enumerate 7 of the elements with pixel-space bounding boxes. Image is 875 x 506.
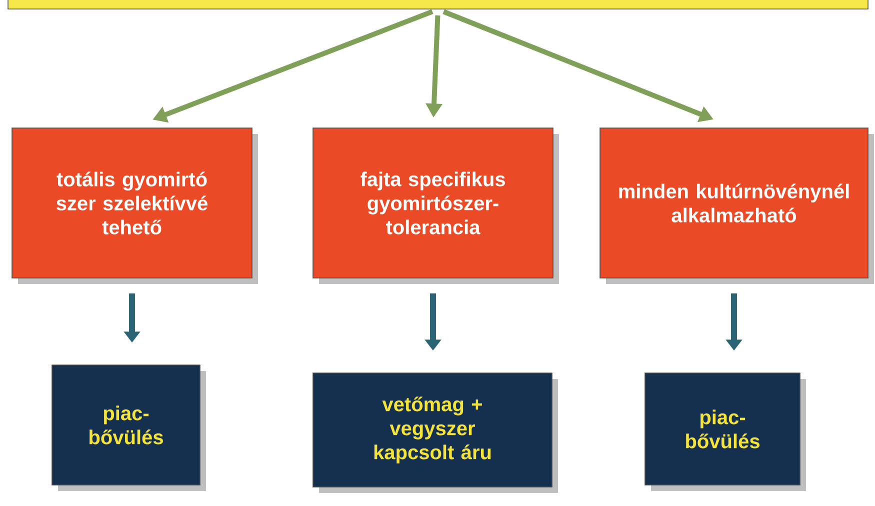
- process-box: fajta specifikus gyomirtószer-tolerancia: [312, 128, 554, 278]
- process-box: minden kultúrnövénynél alkalmazható: [600, 128, 868, 278]
- process-box: totális gyomirtó szer szelektívvé tehető: [12, 128, 252, 278]
- result-box: vetőmag + vegyszer kapcsolt áru: [312, 372, 552, 488]
- result-box: piac-bővülés: [52, 364, 200, 486]
- result-box: piac-bővülés: [644, 372, 800, 486]
- banner-box: [8, 0, 868, 10]
